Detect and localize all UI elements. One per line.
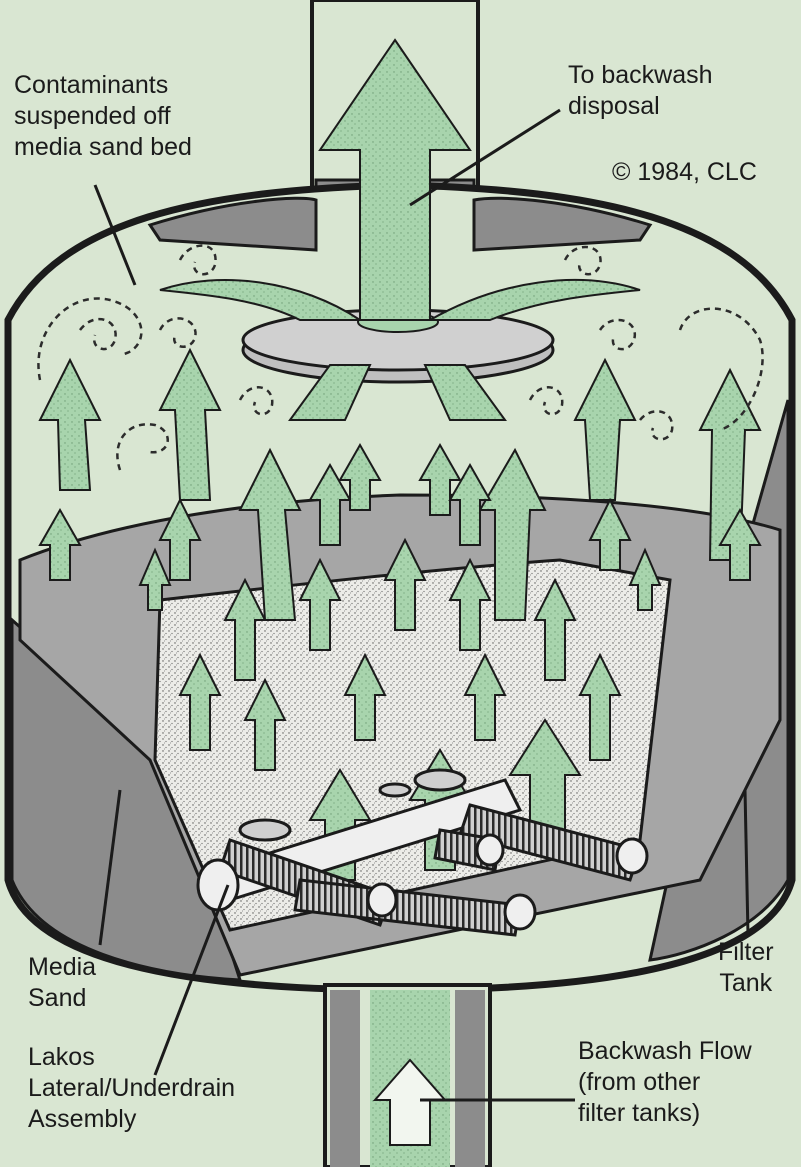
label-lateral-underdrain-assembly: Lakos Lateral/Underdrain Assembly xyxy=(28,1042,235,1135)
label-filter-tank-line-1: Filter xyxy=(718,937,774,968)
label-contaminants-line-3: media sand bed xyxy=(14,132,192,163)
label-backwash-flow: Backwash Flow (from other filter tanks) xyxy=(578,1036,752,1129)
label-media-sand-line-2: Sand xyxy=(28,983,96,1014)
label-filter-tank: Filter Tank xyxy=(718,937,774,999)
label-contaminants: Contaminants suspended off media sand be… xyxy=(14,70,192,163)
label-filter-tank-line-2: Tank xyxy=(718,968,774,999)
label-backwash-disposal: To backwash disposal xyxy=(568,60,713,122)
copyright-notice: © 1984, CLC xyxy=(612,157,757,188)
label-backwash-flow-line-2: (from other xyxy=(578,1067,752,1098)
inlet-pipe xyxy=(325,985,490,1167)
label-backwash-flow-line-1: Backwash Flow xyxy=(578,1036,752,1067)
label-contaminants-line-1: Contaminants xyxy=(14,70,192,101)
label-backwash-flow-line-3: filter tanks) xyxy=(578,1098,752,1129)
label-media-sand: Media Sand xyxy=(28,952,96,1014)
label-lateral-line-2: Lateral/Underdrain xyxy=(28,1073,235,1104)
label-contaminants-line-2: suspended off xyxy=(14,101,192,132)
label-lateral-line-3: Assembly xyxy=(28,1104,235,1135)
label-media-sand-line-1: Media xyxy=(28,952,96,983)
label-backwash-disposal-line-2: disposal xyxy=(568,91,713,122)
label-backwash-disposal-line-1: To backwash xyxy=(568,60,713,91)
label-lateral-line-1: Lakos xyxy=(28,1042,235,1073)
